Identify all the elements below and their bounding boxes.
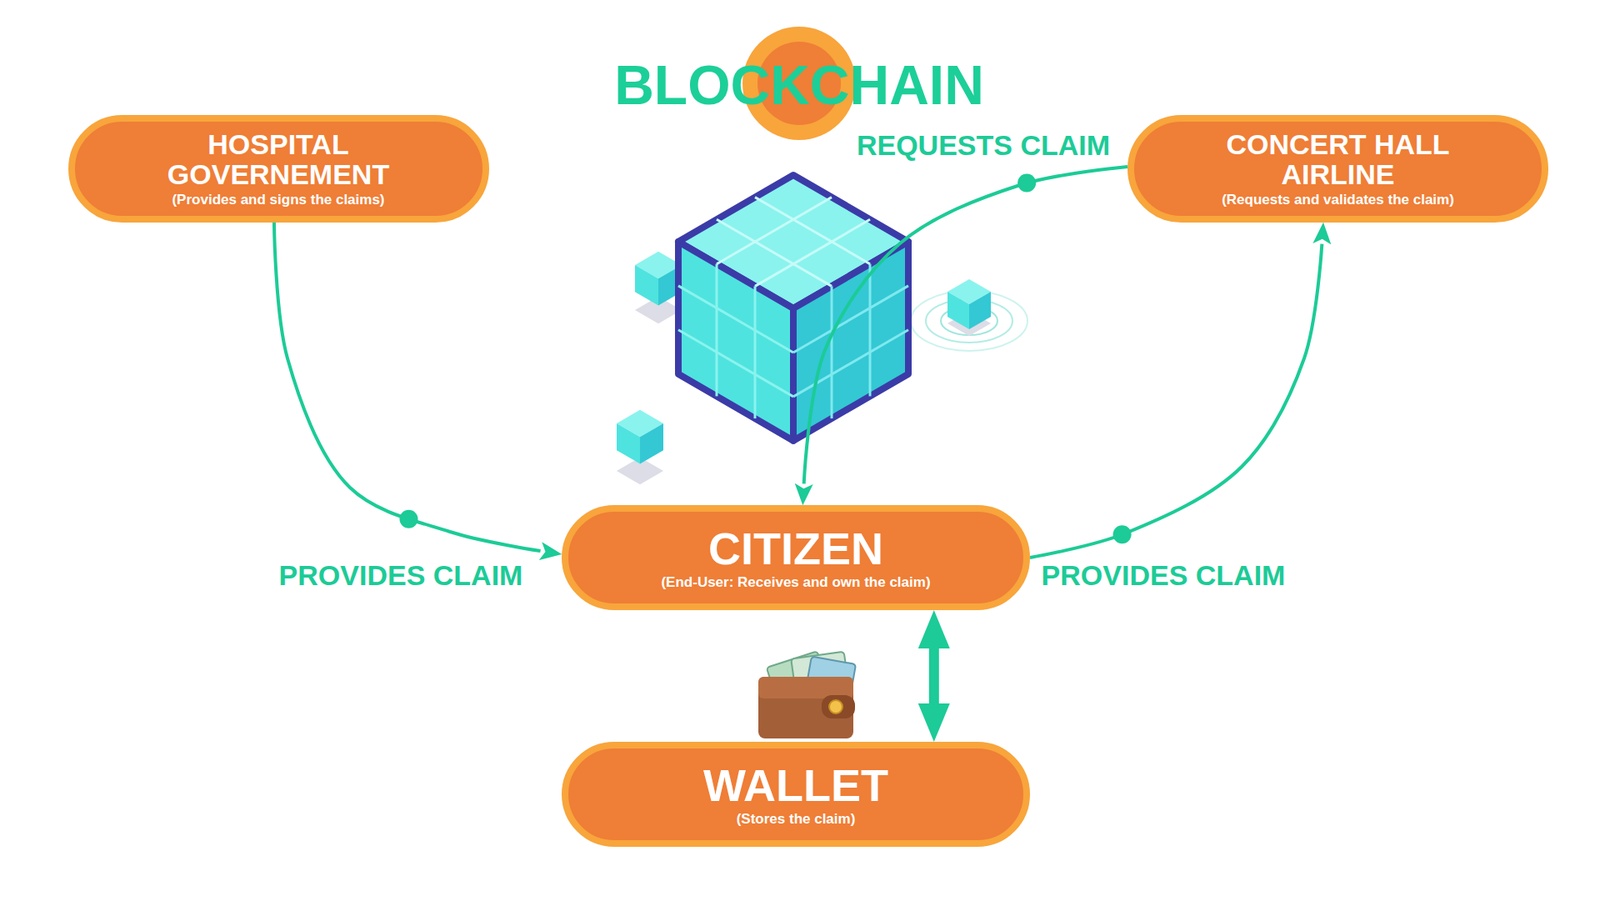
- claim-connector: [274, 222, 541, 551]
- wallet-button: [829, 700, 843, 714]
- box-text: CITIZEN(End-User: Receives and own the c…: [620, 524, 971, 592]
- connector-group: [1030, 244, 1322, 558]
- claim-connector: [804, 166, 1128, 484]
- cube-tile: [678, 330, 794, 397]
- connector-dot: [1017, 174, 1036, 193]
- cube-tile: [830, 285, 834, 419]
- citizen-box: CITIZEN(End-User: Receives and own the c…: [561, 505, 1030, 610]
- connector-group: [804, 166, 1128, 484]
- box-note: (Provides and signs the claims): [128, 191, 429, 209]
- connector-label: REQUESTS CLAIM: [853, 129, 1114, 162]
- connector-group: [274, 222, 541, 551]
- cube-tile: [869, 264, 872, 397]
- box-heading: HOSPITAL GOVERNEMENT: [128, 129, 429, 190]
- connector-dot: [399, 510, 418, 529]
- cube-tile: [793, 330, 909, 397]
- connector-dot: [1113, 525, 1132, 544]
- box-text: WALLET(Stores the claim): [620, 760, 971, 829]
- connector-label: PROVIDES CLAIM: [275, 559, 527, 592]
- wallet-icon: [758, 650, 856, 739]
- cube-tile: [678, 285, 794, 353]
- wallet-strap: [821, 695, 855, 719]
- cube-tile: [793, 285, 909, 353]
- box-heading: CONCERT HALL AIRLINE: [1188, 129, 1489, 190]
- wallet-body: [758, 676, 854, 739]
- cube-left: [947, 291, 970, 330]
- cube-left: [635, 265, 659, 305]
- box-heading: WALLET: [620, 760, 971, 810]
- wallet-box: WALLET(Stores the claim): [561, 741, 1030, 847]
- blockchain-cubes: [616, 175, 1028, 485]
- box-note: (Stores the claim): [620, 810, 971, 828]
- cube-right: [640, 423, 664, 464]
- cube-left: [678, 241, 794, 441]
- diagram-title: BLOCKCHAIN: [614, 53, 985, 117]
- cube-tile: [754, 285, 757, 419]
- issuer-box: HOSPITAL GOVERNEMENT(Provides and signs …: [68, 115, 490, 223]
- box-heading: CITIZEN: [620, 524, 971, 573]
- cube-tile: [715, 264, 719, 397]
- box-note: (End-User: Receives and own the claim): [620, 574, 971, 591]
- cube-left: [616, 423, 640, 464]
- claim-connector: [1030, 244, 1322, 558]
- verifier-box: CONCERT HALL AIRLINE(Requests and valida…: [1127, 115, 1549, 223]
- connector-label: PROVIDES CLAIM: [1038, 559, 1290, 592]
- box-text: HOSPITAL GOVERNEMENT(Provides and signs …: [128, 129, 429, 210]
- claim-connector: [929, 648, 940, 704]
- cube-tile: [716, 197, 832, 265]
- cube-right: [969, 291, 991, 330]
- connector-group: [933, 648, 935, 704]
- box-note: (Requests and validates the claim): [1188, 191, 1489, 209]
- box-text: CONCERT HALL AIRLINE(Requests and valida…: [1188, 129, 1489, 210]
